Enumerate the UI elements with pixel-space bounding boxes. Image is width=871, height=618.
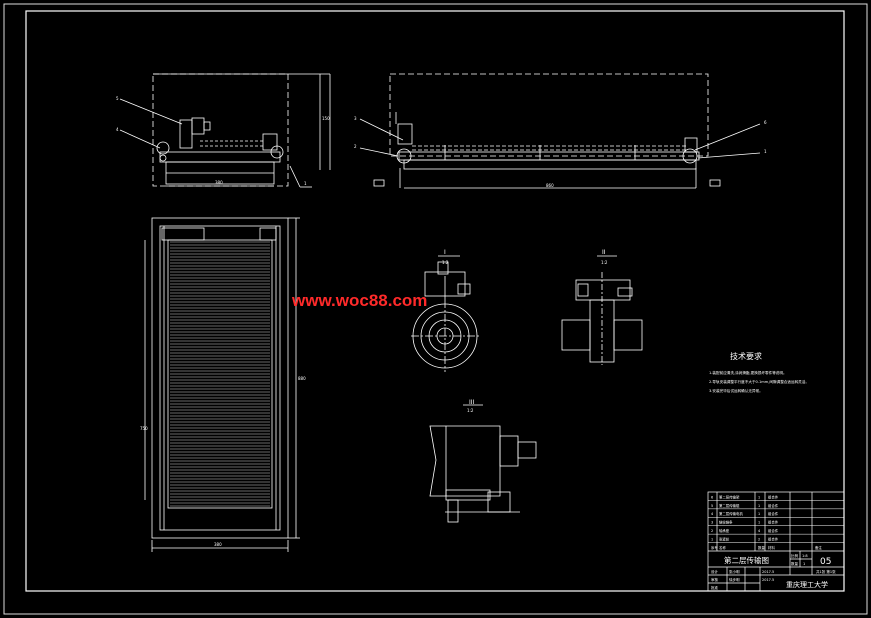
parts-list: 6 第二层传输架 1 组合件 5 第二层传输辊 1 组合件 4 第二层传输电机 1 组合件 3 链轮链条 1… [711, 494, 822, 550]
checker-role: 审核 [711, 577, 719, 582]
parts-cell-qty: 4 [758, 529, 760, 533]
parts-cell-mat: 组合件 [768, 503, 779, 508]
parts-cell-name: 名称 [719, 545, 726, 550]
parts-cell-no: 4 [711, 512, 713, 516]
qty-label: 数量 [791, 561, 799, 566]
leader-label-5: 5 [116, 96, 119, 101]
scale-value: 1:8 [802, 554, 808, 558]
dim-top-right-width: 860 [546, 183, 554, 188]
parts-cell-no: 1 [711, 537, 713, 541]
parts-cell-qty: 1 [758, 495, 760, 499]
date-2: 2017.5 [762, 578, 774, 582]
notes-title: 技术要求 [730, 351, 762, 361]
parts-cell-name: 链轮链条 [719, 520, 733, 525]
top-right-view [359, 73, 761, 189]
section-ratio-2: 1:2 [601, 260, 608, 265]
notes-line-2: 2.导轨安装调整平行度不大于0.1mm,间隙调整合适运转灵活。 [709, 379, 809, 384]
parts-cell-qty: 1 [758, 504, 760, 508]
designer-name: 张小明 [729, 569, 740, 574]
date-1: 2017.5 [762, 570, 774, 574]
leader-label-1b: 1 [764, 149, 767, 154]
section-view-3 [429, 404, 537, 523]
section-label-1: I [444, 249, 446, 256]
parts-cell-no: 3 [711, 521, 713, 525]
leader-label-2: 2 [354, 144, 357, 149]
title-block [707, 491, 845, 592]
dim-left-side: 750 [140, 426, 148, 431]
parts-cell-name: 轴承座 [719, 528, 730, 533]
section-label-3: III [469, 399, 475, 406]
dim-left-height: 880 [298, 376, 306, 381]
section-view-1 [411, 255, 480, 372]
parts-cell-no: 6 [711, 495, 713, 499]
checker-name: 徐步明 [729, 577, 740, 582]
parts-cell-qty: 2 [758, 537, 760, 541]
plan-roller-lines [170, 241, 270, 507]
parts-cell-no: 5 [711, 504, 713, 508]
notes-line-1: 1.装配前应清洗,涂润滑脂,更换损坏零件等说明。 [709, 370, 787, 375]
plan-view [144, 217, 300, 552]
leader-label-3: 3 [354, 116, 357, 121]
notes-line-3: 3.安装完毕后试运转确认无异常。 [709, 388, 763, 393]
drawing-name: 第二层传输图 [724, 555, 769, 565]
dim-left-width: 380 [214, 542, 222, 547]
parts-cell-name: 第二层传输辊 [719, 503, 740, 508]
parts-cell-mat: 组合件 [768, 511, 779, 516]
section-ratio-1: 1:2 [442, 260, 449, 265]
sheet-no: 05 [820, 557, 831, 567]
approver-role: 批准 [711, 585, 719, 590]
dim-top-left-height: 150 [322, 116, 330, 121]
parts-cell-mat: 组合件 [768, 520, 779, 525]
parts-cell-name: 第二层传输架 [719, 494, 740, 499]
section-ratio-3: 1:2 [467, 408, 474, 413]
leader-label-1: 1 [304, 181, 307, 186]
top-left-view [119, 73, 331, 188]
parts-cell-qty: 1 [758, 521, 760, 525]
parts-cell-no: 2 [711, 529, 713, 533]
dim-top-left-width: 380 [215, 180, 223, 185]
parts-cell-mat: 组合件 [768, 536, 779, 541]
parts-cell-mat: 材料 [768, 545, 775, 550]
leader-label-6: 6 [764, 120, 767, 125]
leader-label-4: 4 [116, 127, 119, 132]
qty-value: 1 [803, 562, 805, 566]
title-block-lower [708, 551, 844, 591]
watermark: www.woc88.com [291, 291, 427, 310]
parts-cell-name: 张紧轮 [719, 536, 730, 541]
section-label-2: II [602, 249, 606, 256]
parts-cell-qty: 数量 [758, 545, 765, 550]
parts-cell-qty: 1 [758, 512, 760, 516]
parts-cell-mat: 组合件 [768, 528, 779, 533]
scale-label: 比例 [791, 553, 799, 558]
inner-border [25, 10, 845, 592]
section-view-2 [561, 255, 643, 365]
parts-cell-name: 第二层传输电机 [719, 511, 743, 516]
parts-cell-mat: 组合件 [768, 494, 779, 499]
outer-border [3, 3, 868, 615]
designer-role: 设计 [711, 569, 719, 574]
parts-cell-no: 序号 [711, 545, 718, 550]
school-name: 重庆理工大学 [786, 580, 828, 589]
title-block-row-lines [708, 500, 844, 543]
parts-cell-remark: 备注 [815, 545, 822, 550]
sheet-info: 共1张 第1张 [816, 569, 836, 574]
